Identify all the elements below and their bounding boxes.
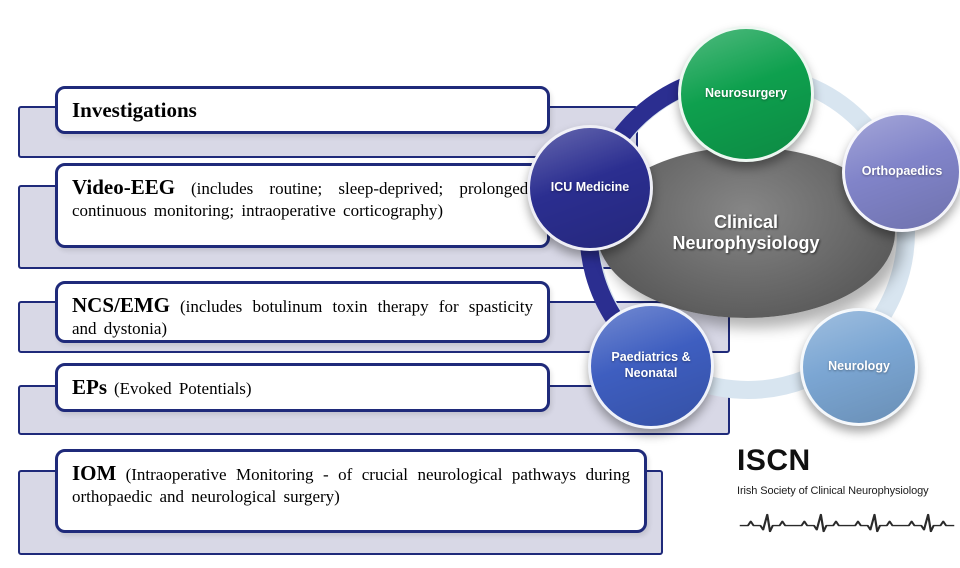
list-item-title: EPs [72, 375, 108, 399]
node-orthopaedics: Orthopaedics [842, 112, 960, 232]
list-item-title: IOM [72, 461, 117, 485]
node-neurology: Neurology [800, 308, 918, 426]
node-neurosurgery: Neurosurgery [678, 26, 814, 162]
node-label: Neurology [828, 359, 890, 374]
list-item-title: Video-EEG [72, 175, 176, 199]
list-item-box: NCS/EMG (includes botulinum toxin therap… [55, 281, 550, 343]
center-label: Clinical Neurophysiology [672, 211, 820, 253]
node-label: Neurosurgery [705, 86, 787, 101]
node-label: Orthopaedics [861, 164, 943, 179]
node-icu-medicine: ICU Medicine [527, 125, 653, 251]
iscn-logo: ISCN Irish Society of Clinical Neurophys… [737, 444, 959, 544]
list-item-desc: (Intraoperative Monitoring - of crucial … [72, 465, 630, 507]
logo-name: Irish Society of Clinical Neurophysiolog… [737, 485, 929, 497]
ecg-trace-icon [739, 513, 955, 533]
list-item-box: EPs (Evoked Potentials) [55, 363, 550, 412]
list-item-title: Investigations [72, 98, 197, 122]
list-item-box: Investigations [55, 86, 550, 134]
node-paediatrics-neonatal: Paediatrics & Neonatal [588, 303, 714, 429]
list-item-title: NCS/EMG [72, 293, 171, 317]
logo-acronym: ISCN [737, 444, 811, 477]
list-item-desc: (includes botulinum toxin therapy for sp… [72, 297, 534, 339]
node-label: ICU Medicine [550, 180, 630, 195]
list-item-desc: (includes routine; sleep-deprived; prolo… [72, 179, 533, 221]
list-item-desc: (Evoked Potentials) [114, 379, 252, 398]
list-item-box: Video-EEG (includes routine; sleep-depri… [55, 163, 550, 248]
node-label: Paediatrics & Neonatal [611, 350, 691, 380]
list-item-box: IOM (Intraoperative Monitoring - of cruc… [55, 449, 647, 533]
